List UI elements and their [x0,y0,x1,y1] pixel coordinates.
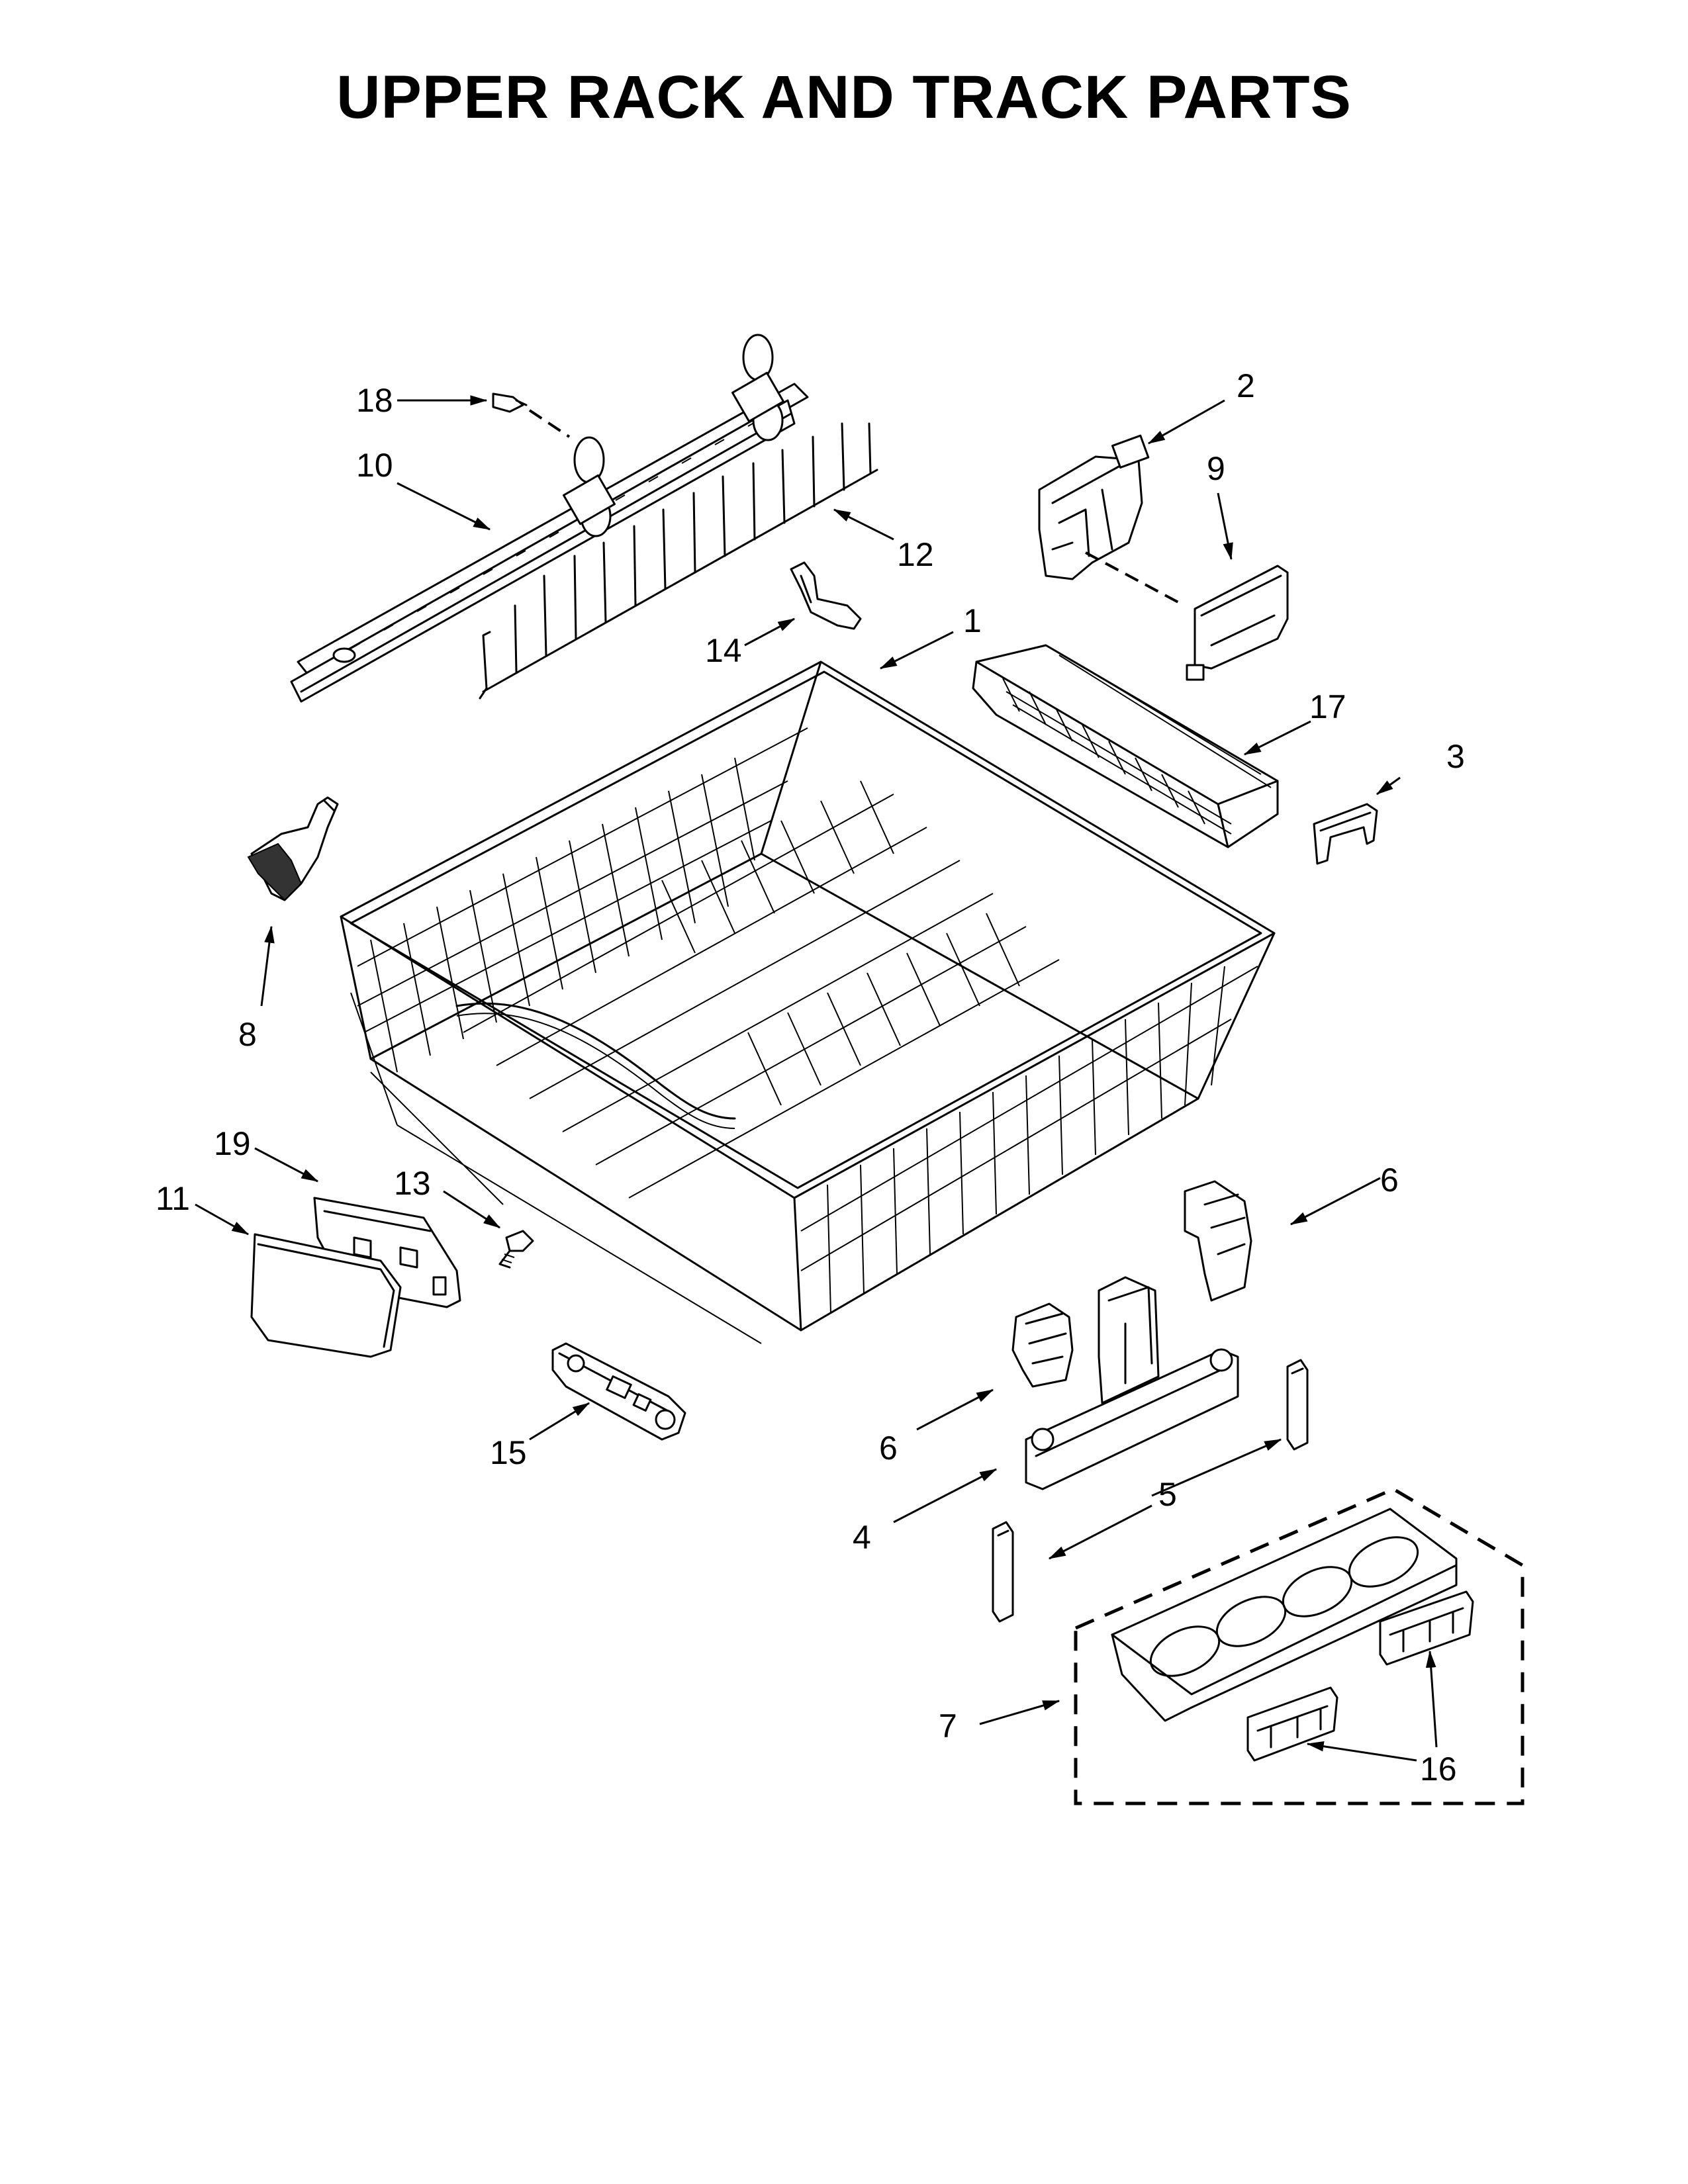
part-18-screw[interactable] [492,392,571,438]
callout-16: 16 [1420,1751,1457,1788]
callout-11: 11 [156,1180,190,1217]
callout-7: 7 [939,1707,957,1745]
part-7-assembly-boundary [1074,1487,1524,1805]
part-3-clip[interactable] [1313,803,1378,865]
part-9-clip[interactable] [1186,565,1289,681]
callout-18: 18 [356,382,393,419]
callout-numbers: 18 10 12 14 1 2 9 17 3 8 19 11 13 15 6 6… [156,367,1465,1788]
part-16-clip-right[interactable] [1379,1590,1474,1666]
callout-19: 19 [214,1125,251,1162]
part-6-clip-upper[interactable] [1184,1180,1252,1302]
part-10-track-rail[interactable] [290,334,809,703]
page-title: UPPER RACK AND TRACK PARTS [336,64,1352,131]
callout-14: 14 [705,632,742,669]
callout-6-lower: 6 [879,1430,898,1467]
callout-2: 2 [1237,367,1255,404]
part-15-adjuster[interactable] [551,1342,686,1441]
leader-lines [195,395,1438,1762]
part-13-screw[interactable] [498,1230,534,1269]
part-2-to-9-dashline [1085,551,1179,604]
callout-10: 10 [356,447,393,484]
callout-4: 4 [853,1519,871,1556]
callout-1: 1 [963,602,982,639]
part-8-side-clip[interactable] [247,796,339,901]
callout-6-upper: 6 [1380,1161,1399,1199]
part-14-clip[interactable] [790,561,862,630]
part-17-basket[interactable] [972,644,1279,848]
part-6-clip-lower[interactable] [1011,1302,1074,1388]
part-16-clip-left[interactable] [1246,1686,1338,1762]
part-5-post-right[interactable] [1286,1359,1309,1451]
callout-12: 12 [897,536,934,573]
part-1-upper-rack[interactable] [340,660,1276,1344]
callout-15: 15 [490,1434,527,1471]
part-11-handle-cover[interactable] [250,1233,402,1358]
part-5-post-left[interactable] [992,1521,1014,1623]
callout-8: 8 [238,1016,257,1053]
callout-3: 3 [1446,738,1465,775]
part-4-frame[interactable] [1025,1276,1239,1490]
part-7-cup-shelf[interactable] [1111,1508,1458,1722]
callout-5: 5 [1158,1476,1177,1513]
callout-17: 17 [1309,688,1346,725]
callout-9: 9 [1207,450,1225,487]
part-12-tine-row[interactable] [479,422,878,700]
callout-13: 13 [394,1165,431,1202]
part-2-bracket[interactable] [1038,434,1150,580]
